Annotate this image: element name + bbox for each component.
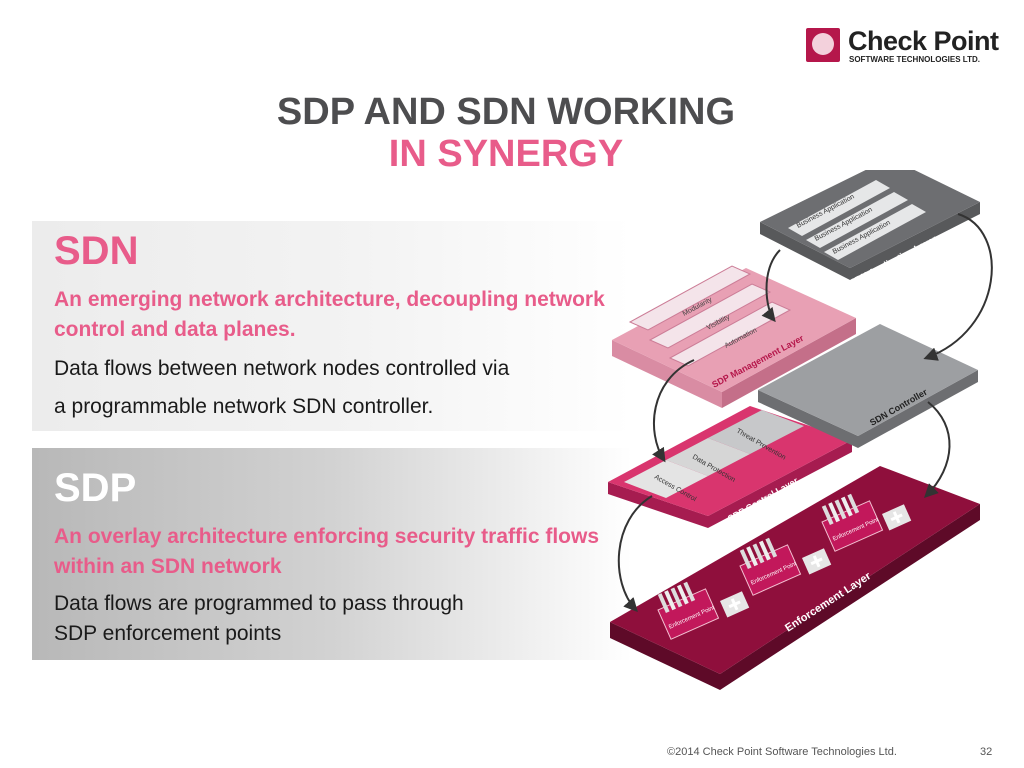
sdn-application-layer: Business Application Business Applicatio… <box>760 170 980 288</box>
page-number: 32 <box>980 746 993 758</box>
enforcement-layer: Enforcement Layer Enforcement Point Enfo… <box>610 466 980 690</box>
access-control-tile <box>624 460 708 498</box>
flow-arrow-controller-to-enforcement <box>924 401 951 498</box>
plus-icon <box>720 591 750 618</box>
sdp-subheading: An overlay architecture enforcing securi… <box>54 525 599 578</box>
threat-prevention-tile <box>708 410 804 454</box>
plus-icon <box>802 548 832 575</box>
sdn-controller-plate <box>758 324 978 436</box>
check-point-logo: Check Point SOFTWARE TECHNOLOGIES LTD. <box>806 26 1006 68</box>
check-point-logo-icon <box>806 28 840 62</box>
enforcement-point-1: Enforcement Point <box>657 581 720 640</box>
automation-tile <box>668 301 792 367</box>
title-line-1: SDP AND SDN WORKING <box>276 91 736 133</box>
logo-subtitle: SOFTWARE TECHNOLOGIES LTD. <box>849 55 980 64</box>
sdn-subheading: An emerging network architecture, decoup… <box>54 288 605 341</box>
sdn-panel: SDN An emerging network architecture, de… <box>32 221 632 431</box>
sdn-controller: SDN Controller <box>758 324 978 448</box>
business-application-tile <box>824 204 926 260</box>
sdn-controller-side <box>758 370 978 448</box>
visibility-tile <box>648 283 772 349</box>
plus-icon <box>882 504 912 531</box>
sdp-body: Data flows are programmed to pass throug… <box>54 589 634 649</box>
sdn-sdp-layer-diagram: Enforcement Layer Enforcement Point Enfo… <box>608 170 993 690</box>
business-application-tile <box>788 180 890 236</box>
sdp-panel: SDP An overlay architecture enforcing se… <box>32 448 632 660</box>
sdp-heading: SDP <box>54 466 137 510</box>
sdp-body-line-1: Data flows are programmed to pass throug… <box>54 592 464 615</box>
sdp-control-layer-side <box>608 440 852 528</box>
logo-name: Check Point <box>848 26 999 56</box>
sdp-body-line-2: SDP enforcement points <box>54 622 282 645</box>
sdn-body-line-1: Data flows between network nodes control… <box>54 357 510 380</box>
title-line-2: IN SYNERGY <box>388 132 624 175</box>
sdn-body: Data flows between network nodes control… <box>54 350 634 426</box>
flow-arrow-mgmt-to-control <box>652 359 695 463</box>
business-application-tile <box>806 192 908 248</box>
data-protection-tile <box>666 438 750 476</box>
flow-arrow-app-to-mgmt <box>761 249 781 323</box>
sdn-heading: SDN <box>54 229 139 273</box>
sdn-application-layer-side <box>760 202 980 280</box>
sdp-management-layer-front <box>612 340 722 408</box>
footer-copyright: ©2014 Check Point Software Technologies … <box>667 746 897 758</box>
flow-arrow-control-to-enforcement <box>617 495 653 613</box>
sdp-management-layer: Modularity Visibility Automation SDP Man… <box>612 265 856 408</box>
flow-arrow-app-to-controller <box>923 213 993 361</box>
modularity-tile <box>628 265 752 331</box>
sdp-management-layer-side <box>722 318 856 408</box>
slide-title: SDP AND SDN WORKING IN SYNERGY <box>0 91 1012 176</box>
enforcement-point-2: Enforcement Point <box>739 537 802 596</box>
sdn-body-line-2: a programmable network SDN controller. <box>54 395 434 418</box>
